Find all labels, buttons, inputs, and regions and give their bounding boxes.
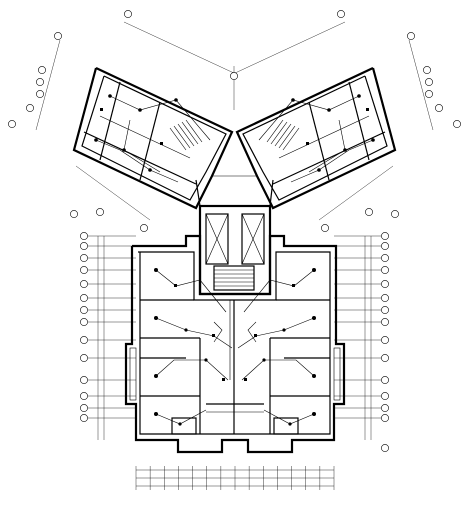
axis-bubble-left xyxy=(80,280,88,288)
central-core xyxy=(195,175,274,296)
axis-bubble-right xyxy=(381,376,389,384)
axis-bubble-wing xyxy=(365,208,373,216)
axis-bubble-wing xyxy=(453,120,461,128)
axis-bubble-right xyxy=(381,232,389,240)
axis-bubble-left xyxy=(80,242,88,250)
axis-bubble-wing xyxy=(36,78,44,86)
axis-bubble-wing xyxy=(36,90,44,98)
axis-bubble-left xyxy=(80,266,88,274)
axis-bubble-left xyxy=(80,306,88,314)
axis-bubble-left xyxy=(80,354,88,362)
axis-bubble-wing xyxy=(140,224,148,232)
axis-bubble-left xyxy=(80,318,88,326)
axis-bubble-wing xyxy=(26,104,34,112)
axis-bubble-wing xyxy=(391,210,399,218)
axis-bubble-right xyxy=(381,294,389,302)
axis-bubble-right xyxy=(381,354,389,362)
axis-bubble-left xyxy=(80,294,88,302)
axis-bubble-right xyxy=(381,318,389,326)
left-wing xyxy=(72,67,234,210)
axis-bubble-wing xyxy=(8,120,16,128)
axis-bubble-left xyxy=(80,414,88,422)
axis-bubble-wing xyxy=(321,224,329,232)
axis-bubble-right xyxy=(381,404,389,412)
axis-bubble-wing xyxy=(425,78,433,86)
axis-bubble-wing xyxy=(337,10,345,18)
axis-bubble-right xyxy=(381,242,389,250)
axis-bubble-right xyxy=(381,444,389,452)
right-wing xyxy=(235,67,397,210)
axis-bubble-left xyxy=(80,404,88,412)
axis-bubbles xyxy=(8,10,461,452)
axis-bubble-wing xyxy=(407,32,415,40)
axis-bubble-wing xyxy=(435,104,443,112)
axis-bubble-right xyxy=(381,414,389,422)
axis-bubble-right xyxy=(381,266,389,274)
axis-bubble-right xyxy=(381,392,389,400)
lower-block xyxy=(124,234,346,454)
axis-bubble-wing xyxy=(96,208,104,216)
axis-bubble-right xyxy=(381,254,389,262)
axis-bubble-wing xyxy=(70,210,78,218)
axis-bubble-right xyxy=(381,280,389,288)
axis-bubble-right xyxy=(381,306,389,314)
axis-bubble-right xyxy=(381,336,389,344)
axis-bubble-center xyxy=(230,72,238,80)
dimension-lines xyxy=(35,21,434,490)
axis-bubble-left xyxy=(80,336,88,344)
axis-bubble-wing xyxy=(54,32,62,40)
axis-bubble-wing xyxy=(425,90,433,98)
axis-bubble-left xyxy=(80,392,88,400)
axis-bubble-left xyxy=(80,376,88,384)
axis-bubble-left xyxy=(80,254,88,262)
axis-bubble-wing xyxy=(124,10,132,18)
axis-bubble-left xyxy=(80,232,88,240)
axis-bubble-wing xyxy=(38,66,46,74)
axis-bubble-wing xyxy=(423,66,431,74)
